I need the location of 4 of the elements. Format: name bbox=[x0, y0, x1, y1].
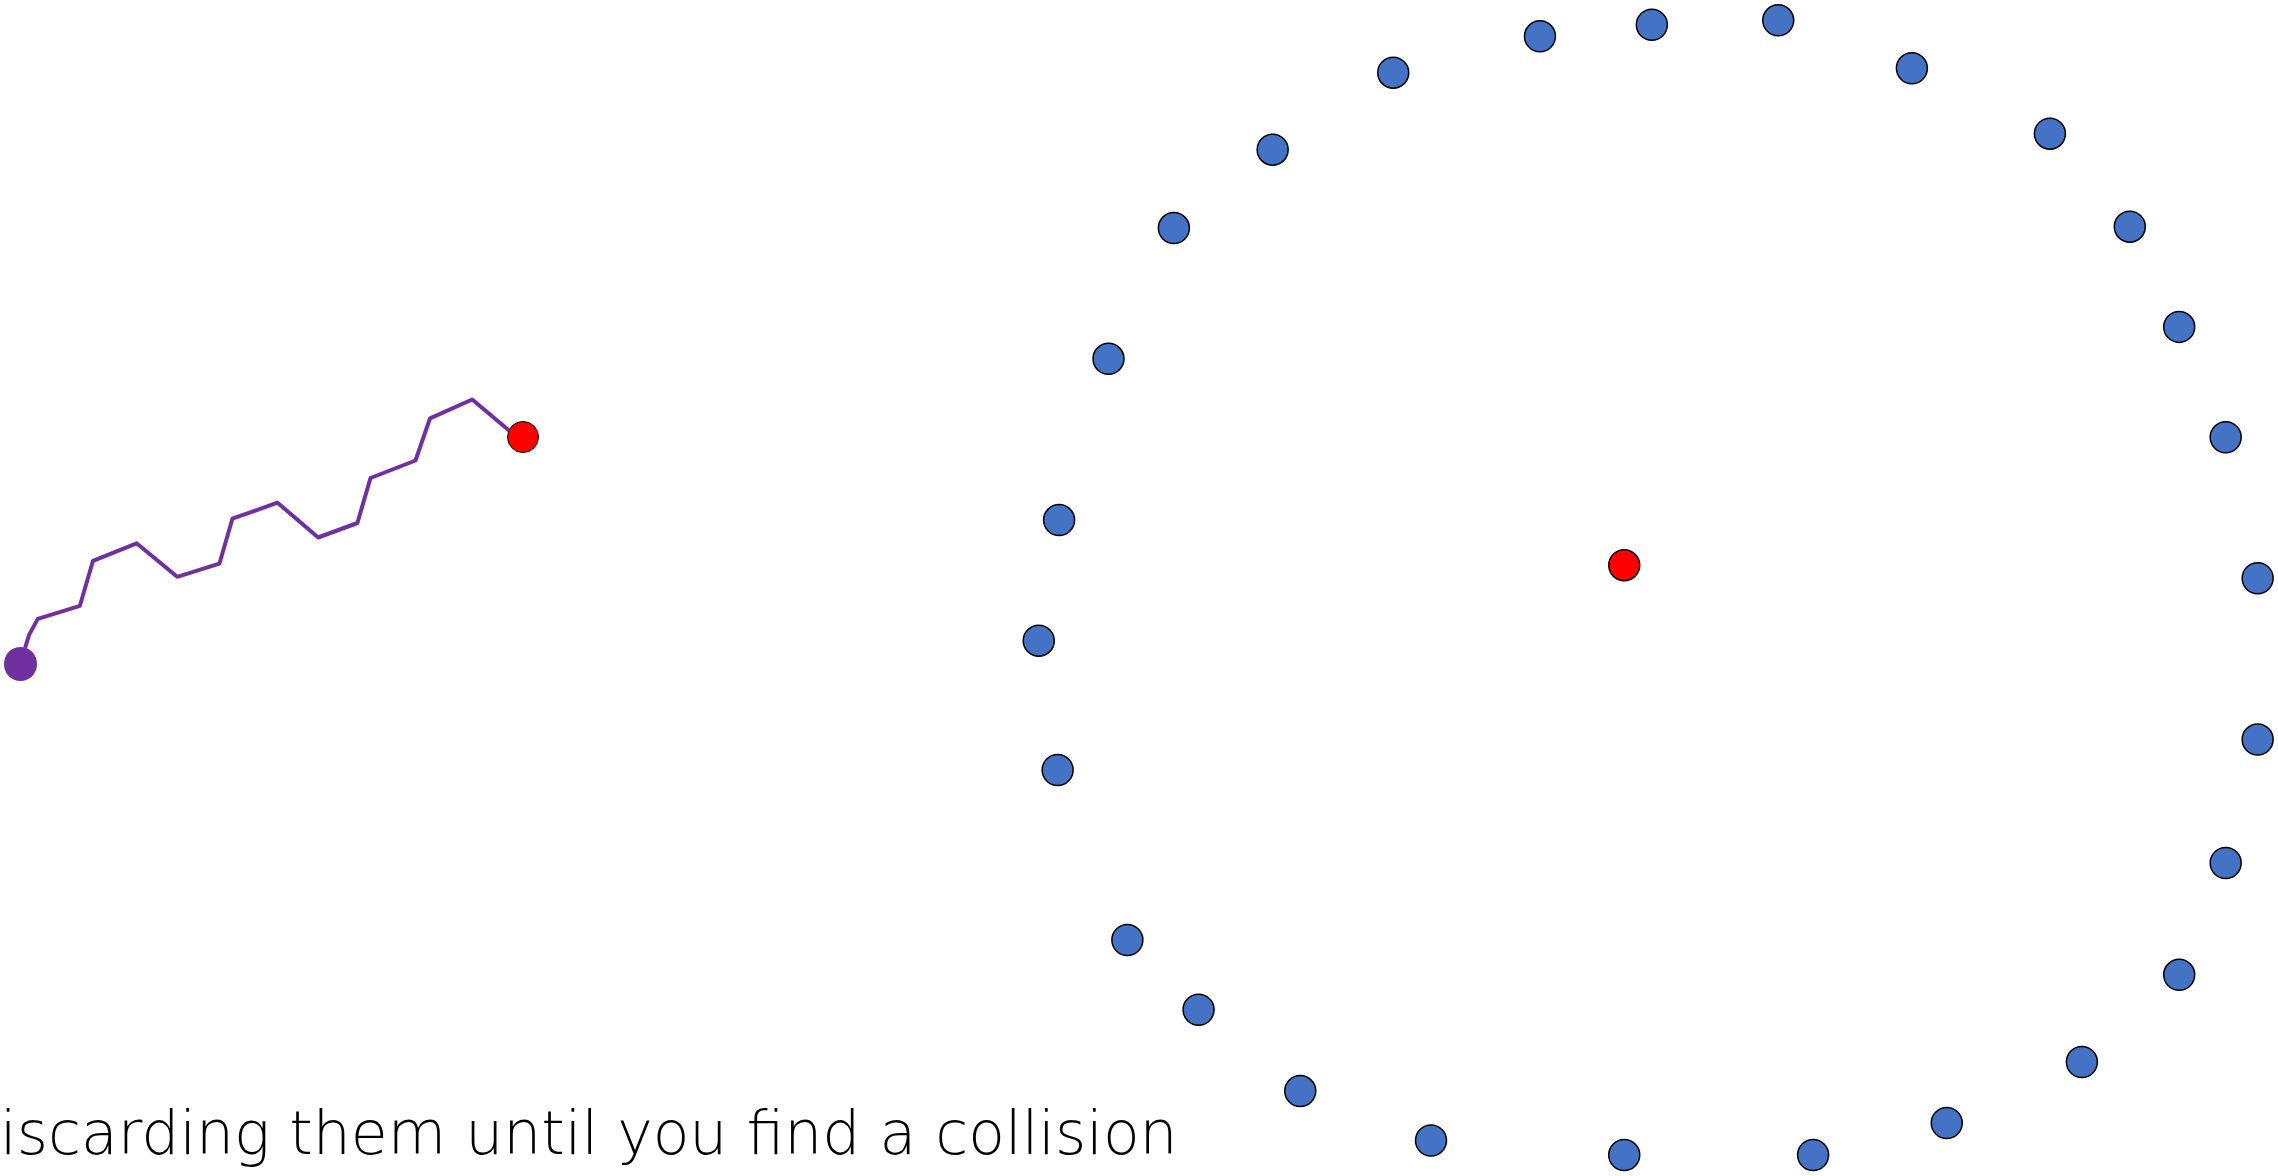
caption-text: iscarding them until you find a collision bbox=[0, 1098, 1178, 1168]
end-dot bbox=[507, 421, 539, 454]
start-dot bbox=[3, 647, 38, 681]
zigzag-path bbox=[23, 397, 511, 649]
